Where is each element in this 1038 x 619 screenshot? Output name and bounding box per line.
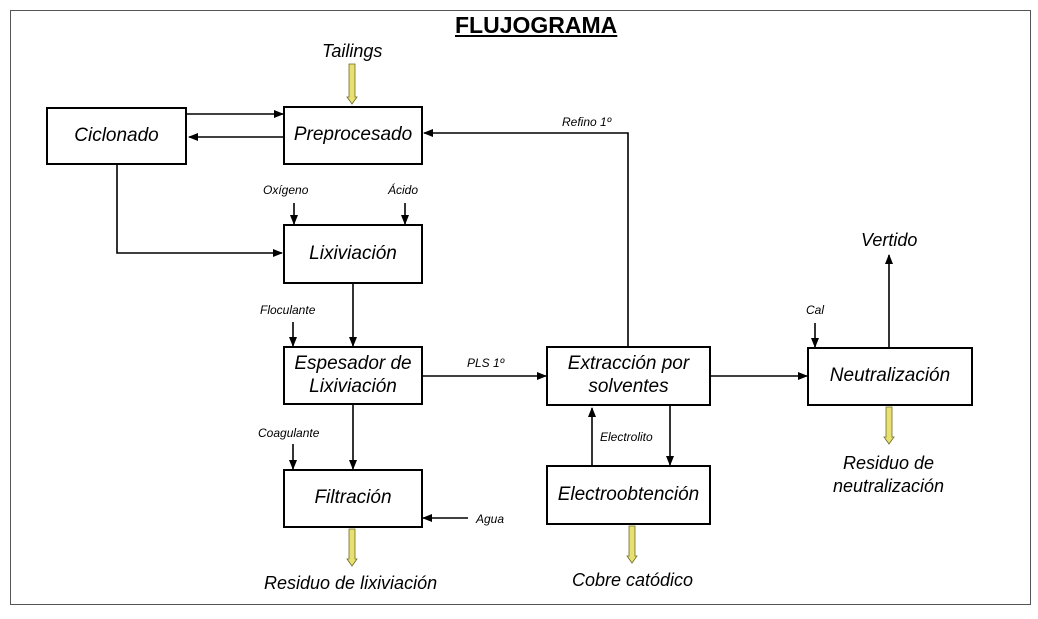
label-tailings: Tailings	[322, 41, 383, 61]
cobre-catodico-arrow	[626, 525, 638, 564]
label-oxigeno: Oxígeno	[263, 183, 309, 197]
node-neutralizacion: Neutralización	[807, 347, 973, 406]
node-filtracion: Filtración	[283, 469, 423, 528]
node-ciclonado: Ciclonado	[46, 107, 187, 165]
node-lixiviacion: Lixiviación	[283, 224, 423, 284]
residuo-lixiviacion-arrow	[346, 528, 358, 567]
label-acido: Ácido	[388, 183, 419, 197]
label-electrolito: Electrolito	[600, 430, 653, 444]
node-extraccion-line2: solventes	[588, 376, 669, 397]
label-coagulante: Coagulante	[258, 426, 320, 440]
arrow-ciclonado-to-lixiviacion	[116, 165, 283, 257]
label-agua: Agua	[476, 512, 505, 526]
label-pls: PLS 1º	[467, 356, 505, 370]
tailings-arrow	[346, 63, 358, 105]
label-vertido: Vertido	[861, 230, 918, 250]
node-espesador-line2: Lixiviación	[309, 375, 397, 397]
diagram-frame	[10, 10, 1031, 605]
node-electroobtencion: Electroobtención	[546, 465, 711, 525]
label-refino: Refino 1º	[562, 115, 612, 129]
arrow-refino	[423, 129, 629, 346]
diagram-title: FLUJOGRAMA	[455, 12, 618, 38]
product-arrows	[346, 63, 895, 567]
node-extraccion-line1: Extracción por	[567, 353, 690, 375]
label-floculante: Floculante	[260, 303, 316, 317]
node-espesador-line1: Espesador de	[294, 352, 412, 374]
label-residuo-neutralizacion-line2: neutralización	[833, 476, 945, 497]
label-residuo-neutralizacion-line1: Residuo de	[843, 453, 935, 473]
label-residuo-lixiviacion: Residuo de lixiviación	[264, 573, 438, 593]
node-extraccion: Extracción por solventes	[546, 346, 711, 406]
residuo-neutralizacion-arrow	[883, 406, 895, 445]
label-cobre-catodico: Cobre catódico	[572, 570, 694, 590]
node-espesador: Espesador de Lixiviación	[283, 346, 423, 405]
node-preprocesado: Preprocesado	[283, 106, 423, 165]
label-cal: Cal	[806, 303, 825, 317]
label-residuo-neutralizacion: Residuo de neutralización	[833, 452, 944, 499]
